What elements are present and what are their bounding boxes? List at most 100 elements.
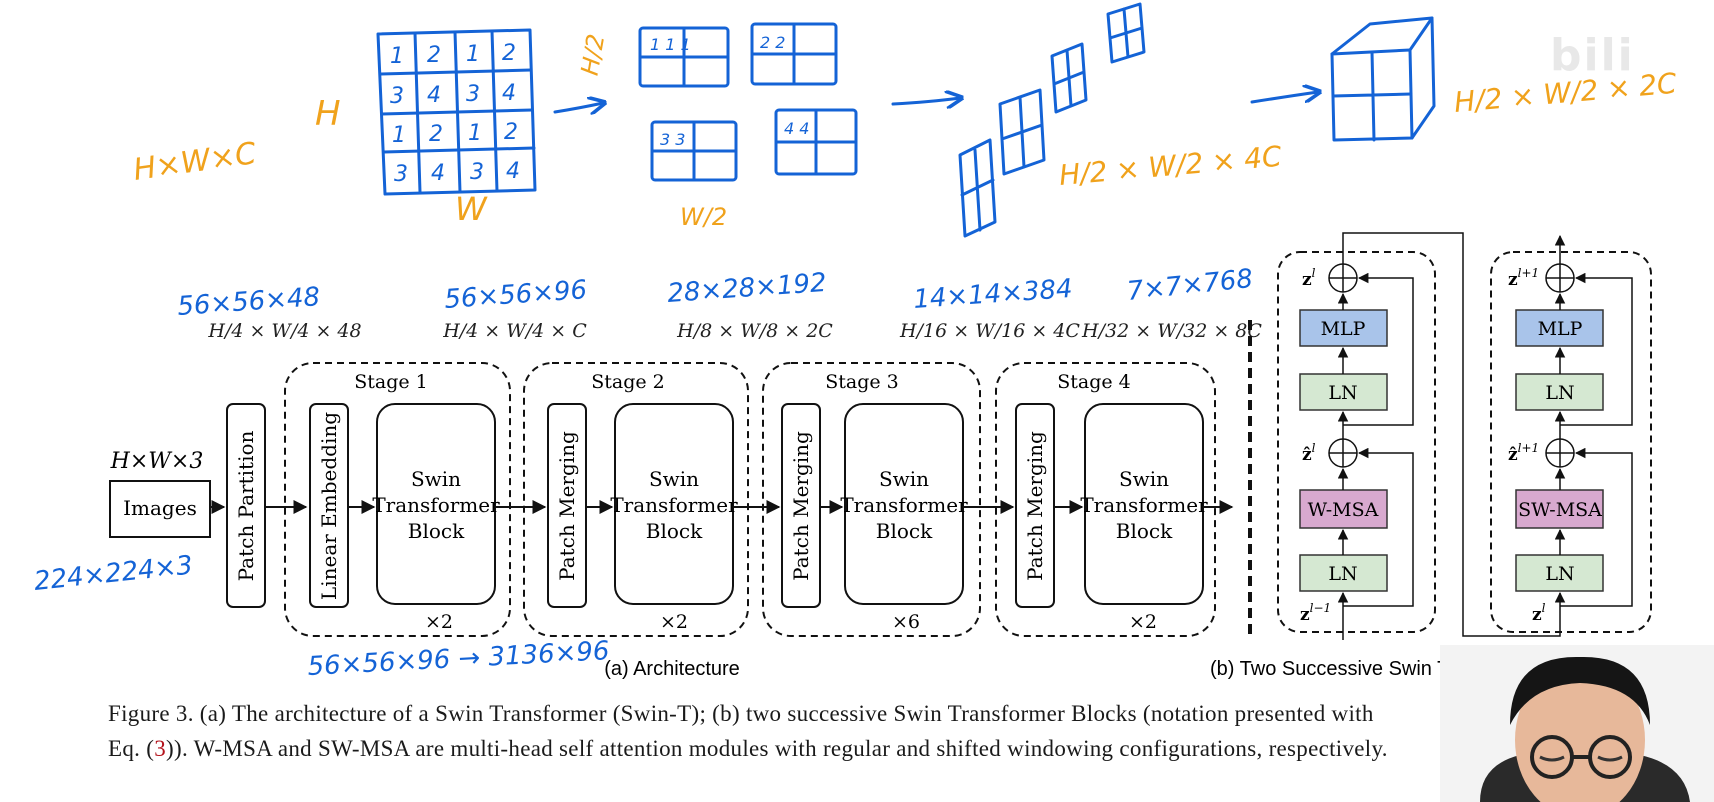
svg-text:4: 4 (502, 81, 516, 106)
swin-block-3 (844, 403, 964, 605)
input-size-note: 224×224×3 (33, 550, 195, 596)
stacked-slices-sketch (958, 2, 1146, 238)
dim-label-2: H/8 × W/8 × 2C (676, 320, 833, 342)
patch-merging-box-2 (547, 403, 587, 608)
swin-blocks-diagram: LN W-MSA LN MLP LN SW-MSA LN (1210, 232, 1652, 680)
input-dims: H×W×3 (110, 449, 204, 474)
repeat-1: ×2 (425, 611, 453, 633)
swin-block-4 (1084, 403, 1204, 605)
repeat-4: ×2 (1129, 611, 1157, 633)
swin-block-2 (614, 403, 734, 605)
swmsa-box (1515, 489, 1604, 529)
ln-box-1b (1299, 373, 1388, 411)
z-l-label: zl (1302, 266, 1316, 290)
stage-1: Stage 1 Linear Embedding Swin Transforme… (284, 362, 547, 637)
svg-text:LN: LN (1328, 382, 1357, 404)
svg-text:SW-MSA: SW-MSA (1518, 499, 1602, 521)
svg-text:Patch Merging: Patch Merging (555, 431, 579, 581)
svg-text:4: 4 (427, 83, 441, 108)
svg-text:Block: Block (1116, 519, 1173, 543)
svg-text:Patch Merging: Patch Merging (1023, 431, 1047, 581)
stage-3: Stage 3 Patch Merging Swin Transformer B… (762, 362, 1015, 637)
svg-text:Transformer: Transformer (610, 493, 738, 517)
presenter-webcam (1440, 645, 1714, 802)
patch-merging-box-3 (781, 403, 821, 608)
wmsa-box (1299, 489, 1388, 529)
linear-embedding-label: Linear Embedding (317, 412, 341, 600)
svg-text:1 1 1: 1 1 1 (650, 35, 691, 54)
svg-text:MLP: MLP (1321, 318, 1366, 340)
svg-text:2: 2 (427, 43, 441, 68)
embed-note: 56×56×96 → 3136×96 (307, 636, 610, 682)
repeat-2: ×2 (660, 611, 688, 633)
eq-ref-link[interactable]: 3 (154, 736, 167, 761)
ln-box-2a (1515, 554, 1604, 592)
dim-label-4: H/32 × W/32 × 8C (1081, 320, 1262, 342)
ln-box-1a (1299, 554, 1388, 592)
stage-2: Stage 2 Patch Merging Swin Transformer B… (523, 362, 781, 637)
svg-text:Transformer: Transformer (1080, 493, 1208, 517)
svg-text:2: 2 (429, 122, 443, 147)
svg-text:4 4: 4 4 (784, 119, 809, 138)
dim-label-3: H/16 × W/16 × 4C (899, 320, 1080, 342)
stage1-size-note: 56×56×96 (443, 275, 588, 315)
stage0-size-note: 56×56×48 (176, 282, 321, 322)
figure-caption: Figure 3. (a) The architecture of a Swin… (108, 696, 1668, 766)
patch-partition-box (226, 403, 266, 608)
svg-text:2 2: 2 2 (760, 33, 785, 52)
watermark-logo: bili (1550, 30, 1635, 81)
z-lp1-label: zl+1 (1508, 266, 1539, 290)
caption-line-1: Figure 3. (a) The architecture of a Swin… (108, 701, 1374, 726)
arrow-sketch-3 (1250, 92, 1318, 104)
svg-text:3: 3 (390, 84, 404, 109)
svg-text:MLP: MLP (1538, 318, 1583, 340)
stage-3-label: Stage 3 (825, 371, 899, 393)
svg-text:4: 4 (506, 159, 520, 184)
svg-text:1: 1 (466, 42, 480, 67)
svg-text:4: 4 (431, 161, 445, 186)
svg-text:Patch Merging: Patch Merging (789, 431, 813, 581)
merged-dims-note: H/2 × W/2 × 4C (1058, 140, 1284, 192)
images-label: Images (123, 496, 197, 520)
svg-text:LN: LN (1545, 563, 1574, 585)
stage-2-label: Stage 2 (591, 371, 665, 393)
svg-text:Swin: Swin (649, 467, 699, 491)
stage-4-label: Stage 4 (1057, 371, 1131, 393)
half-w-note: W/2 (680, 203, 727, 231)
svg-text:Swin: Swin (879, 467, 929, 491)
stage-4: Stage 4 Patch Merging Swin Transformer B… (995, 362, 1234, 637)
zhat-l-label: ẑl (1302, 441, 1316, 465)
stage3-size-note: 14×14×384 (912, 274, 1073, 315)
svg-text:1: 1 (468, 121, 482, 146)
ln-box-2b (1515, 373, 1604, 411)
stage2-size-note: 28×28×192 (666, 268, 827, 309)
stage4-size-note: 7×7×768 (1126, 264, 1255, 307)
svg-text:1: 1 (392, 123, 406, 148)
svg-text:Block: Block (408, 519, 465, 543)
svg-text:Transformer: Transformer (372, 493, 500, 517)
mlp-box-1 (1299, 309, 1388, 347)
svg-text:Swin: Swin (1119, 467, 1169, 491)
w-note: W (455, 190, 488, 228)
svg-text:2: 2 (504, 120, 518, 145)
cube-sketch (1330, 16, 1436, 142)
arch-caption: (a) Architecture (604, 658, 740, 680)
z-lm1-label: zl−1 (1300, 601, 1331, 625)
caption-line-2: Eq. (3)). W-MSA and SW-MSA are multi-hea… (108, 736, 1388, 761)
linear-embedding-box (309, 403, 349, 608)
dim-label-0: H/4 × W/4 × 48 (207, 320, 361, 342)
svg-text:3: 3 (470, 160, 484, 185)
svg-text:W-MSA: W-MSA (1308, 499, 1379, 521)
h-note: H (315, 94, 341, 134)
stage-1-label: Stage 1 (354, 371, 428, 393)
svg-text:3: 3 (394, 162, 408, 187)
repeat-3: ×6 (892, 611, 920, 633)
svg-text:3: 3 (466, 82, 480, 107)
arrow-sketch-1 (553, 103, 603, 112)
patch-partition-label: Patch Partition (234, 430, 258, 581)
arrow-sketch-2 (891, 98, 960, 104)
svg-text:LN: LN (1328, 563, 1357, 585)
mlp-box-2 (1515, 309, 1604, 347)
